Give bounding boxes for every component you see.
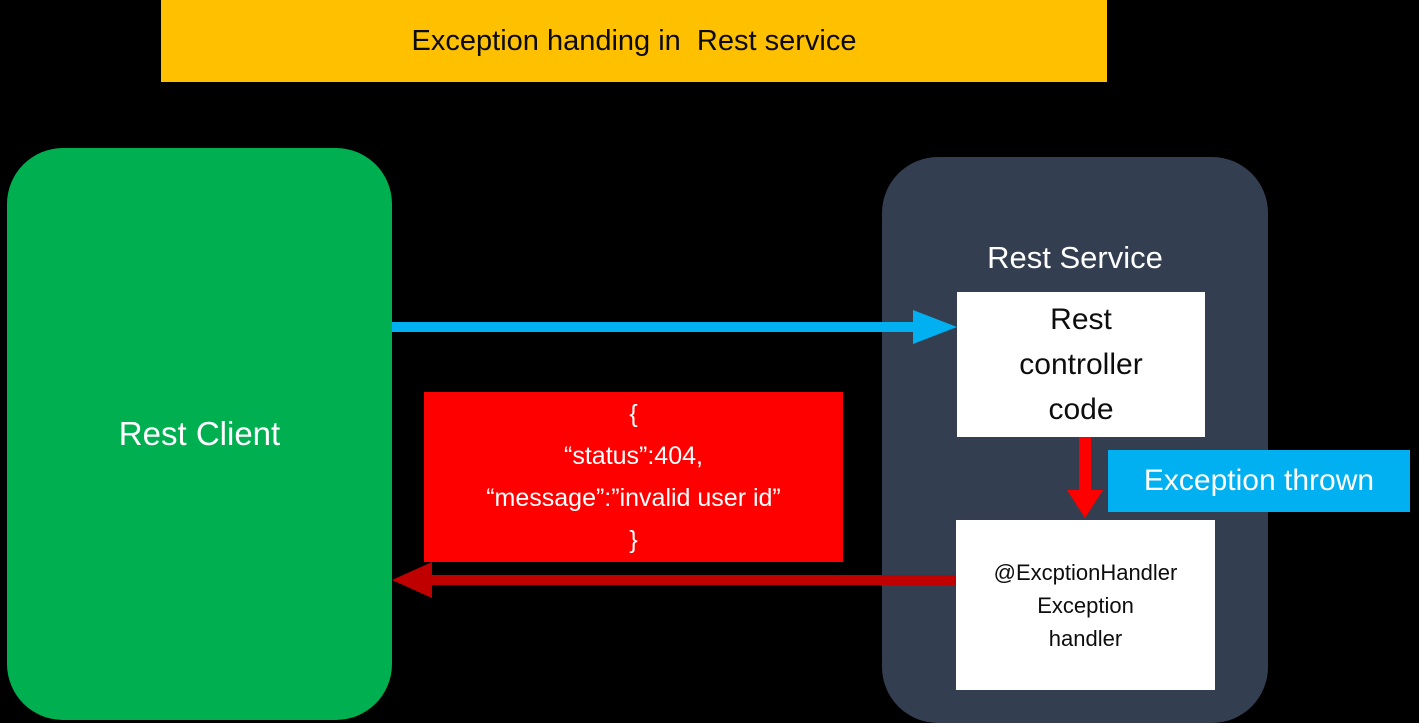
handler-line: Exception — [1037, 592, 1134, 618]
payload-line: “message”:”invalid user id” — [486, 484, 781, 512]
exception-handler-node: @ExcptionHandler Exception handler — [956, 520, 1215, 690]
handler-line: @ExcptionHandler — [993, 559, 1178, 585]
exception-arrow-shaft — [1079, 437, 1091, 491]
request-arrow-head-icon — [913, 310, 957, 344]
controller-line: Rest — [1050, 303, 1112, 336]
controller-line: code — [1048, 393, 1114, 426]
controller-line: controller — [1019, 348, 1143, 381]
rest-service-label: Rest Service — [987, 240, 1163, 275]
payload-line: } — [629, 526, 638, 554]
exception-thrown-label: Exception thrown — [1108, 450, 1410, 512]
rest-client-label: Rest Client — [118, 415, 281, 452]
response-arrow-head-icon — [392, 562, 432, 598]
page-title: Exception handing in Rest service — [411, 24, 857, 57]
response-arrow-shaft — [430, 575, 956, 585]
rest-controller-node: Rest controller code — [957, 292, 1205, 437]
exception-arrow-head-icon — [1067, 490, 1103, 518]
payload-line: { — [629, 400, 638, 428]
payload-line: “status”:404, — [564, 442, 703, 470]
rest-client-node: Rest Client — [7, 148, 392, 720]
error-payload-box: { “status”:404, “message”:”invalid user … — [424, 392, 843, 562]
request-arrow-shaft — [392, 322, 915, 332]
exception-thrown-text: Exception thrown — [1143, 464, 1375, 497]
title-banner: Exception handing in Rest service — [161, 0, 1107, 82]
handler-line: handler — [1048, 625, 1123, 651]
